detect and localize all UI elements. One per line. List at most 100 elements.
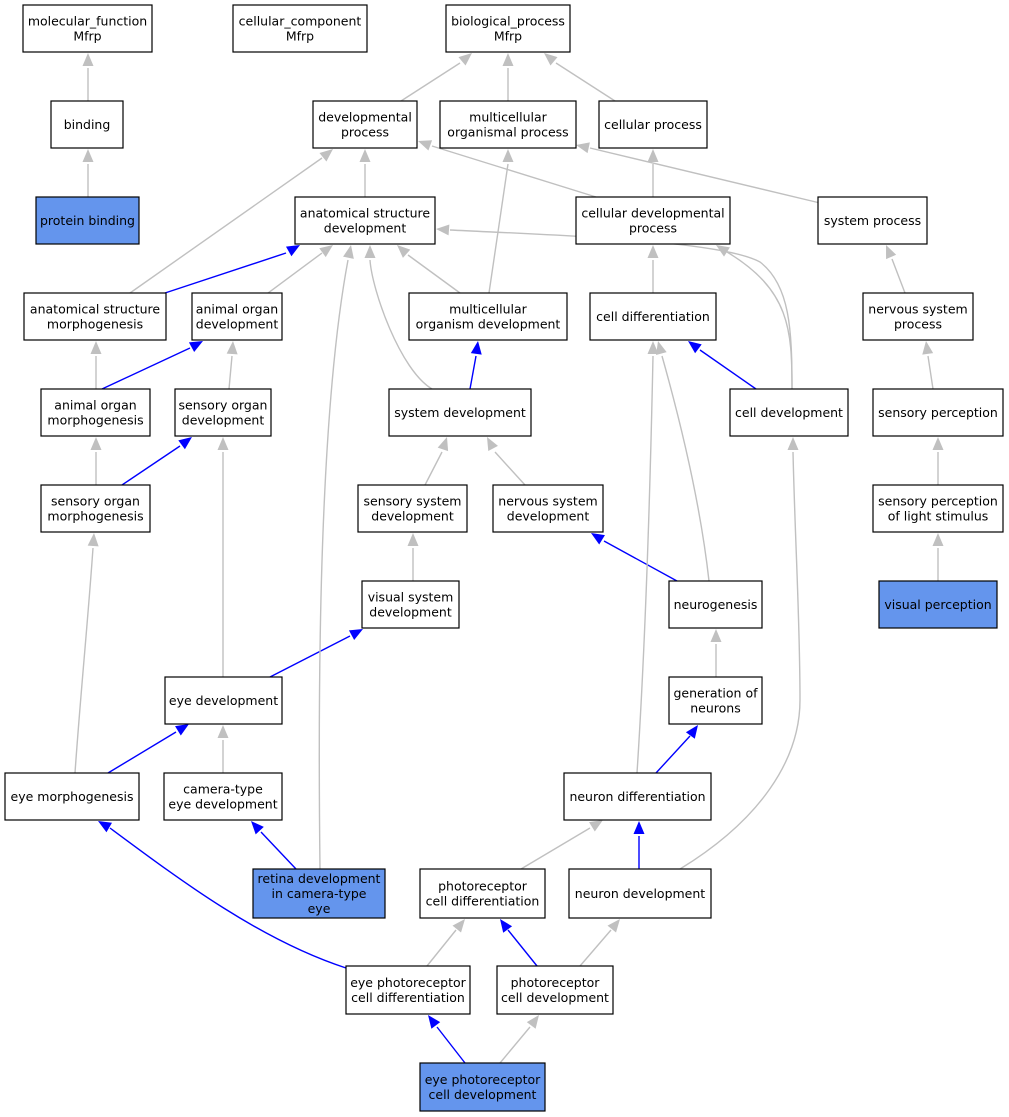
node-label-line: visual perception xyxy=(884,597,991,612)
node-label-line: generation of xyxy=(673,686,758,701)
go-term-node-sysproc[interactable]: system process xyxy=(817,196,928,245)
node-box xyxy=(164,676,283,725)
node-box xyxy=(575,196,731,245)
is-a-edge-pcd-to-neurdiff xyxy=(520,820,603,870)
edge-arrowhead xyxy=(319,149,333,162)
go-term-node-binding[interactable]: binding xyxy=(50,100,124,149)
node-box xyxy=(252,868,386,919)
node-box xyxy=(40,388,151,437)
node-label-line: system process xyxy=(824,213,921,228)
edge-arrowhead xyxy=(716,245,730,257)
edge-arrowhead xyxy=(87,533,99,547)
node-box xyxy=(357,484,468,533)
node-label-line: multicellular xyxy=(449,302,528,317)
is-a-edge-cdp-to-devproc xyxy=(418,140,597,198)
node-label-line: development xyxy=(196,317,279,332)
go-term-node-eyemorph[interactable]: eye morphogenesis xyxy=(4,772,140,821)
node-label-line: system development xyxy=(394,405,526,420)
go-term-node-eyedev[interactable]: eye development xyxy=(164,676,283,725)
edge-line xyxy=(520,827,591,870)
edge-line xyxy=(109,827,347,969)
node-label-line: process xyxy=(629,221,677,236)
go-term-node-visperc[interactable]: visual perception xyxy=(878,580,998,629)
edge-line xyxy=(426,929,457,967)
edge-line xyxy=(488,163,509,294)
part-of-edge-sysdev-to-mod xyxy=(469,341,482,390)
node-box xyxy=(878,580,998,629)
node-label-line: of light stimulus xyxy=(888,509,989,524)
go-term-node-neurdev[interactable]: neuron development xyxy=(568,868,712,919)
node-label-line: Mfrp xyxy=(73,29,101,44)
node-label-line: cellular_component xyxy=(239,14,362,29)
node-label-line: eye photoreceptor xyxy=(425,1072,541,1087)
edge-arrowhead xyxy=(175,724,189,736)
edge-arrowhead xyxy=(470,341,482,355)
node-box xyxy=(439,100,577,149)
node-box xyxy=(668,676,763,725)
edge-line xyxy=(589,147,821,204)
node-box xyxy=(4,772,140,821)
edge-arrowhead xyxy=(502,53,514,66)
edge-arrowhead xyxy=(452,919,465,933)
node-label-line: morphogenesis xyxy=(47,413,143,428)
go-term-node-neurogen[interactable]: neurogenesis xyxy=(668,580,763,629)
edge-arrowhead xyxy=(633,821,645,834)
edge-arrowhead xyxy=(607,919,620,933)
edge-line xyxy=(129,157,323,294)
is-a-edge-aom-to-asm xyxy=(90,341,102,389)
node-label-line: eye morphogenesis xyxy=(11,789,134,804)
go-term-node-cellproc[interactable]: cellular process xyxy=(598,100,708,149)
edge-line xyxy=(400,62,461,102)
go-term-node-celldev[interactable]: cell development xyxy=(729,388,849,437)
go-term-node-sensperc[interactable]: sensory perception xyxy=(872,388,1004,437)
node-label-line: biological_process xyxy=(451,14,565,29)
node-box xyxy=(50,100,124,149)
edge-arrowhead xyxy=(932,533,944,546)
node-label-line: binding xyxy=(64,117,111,132)
node-box xyxy=(563,772,712,821)
node-box xyxy=(872,388,1004,437)
part-of-edge-neurdiff-to-genneur xyxy=(655,725,698,774)
go-term-node-protbind[interactable]: protein binding xyxy=(35,196,140,245)
go-term-node-neurdiff[interactable]: neuron differentiation xyxy=(563,772,712,821)
go-term-node-sysdev[interactable]: system development xyxy=(388,388,532,437)
node-box xyxy=(388,388,532,437)
node-label-line: organismal process xyxy=(447,125,568,140)
edge-arrowhead xyxy=(544,53,558,66)
edge-arrowhead xyxy=(589,820,603,832)
part-of-edge-epcd-to-eyemorph xyxy=(98,821,347,969)
is-a-edge-splight-to-sensperc xyxy=(932,437,944,485)
go-term-node-celldiff[interactable]: cell differentiation xyxy=(589,292,717,341)
edge-line xyxy=(260,831,297,870)
edge-line xyxy=(555,62,616,102)
edge-arrowhead xyxy=(710,629,722,642)
node-label-line: sensory organ xyxy=(179,398,268,413)
is-a-edge-eyemorph-to-som xyxy=(74,533,99,774)
